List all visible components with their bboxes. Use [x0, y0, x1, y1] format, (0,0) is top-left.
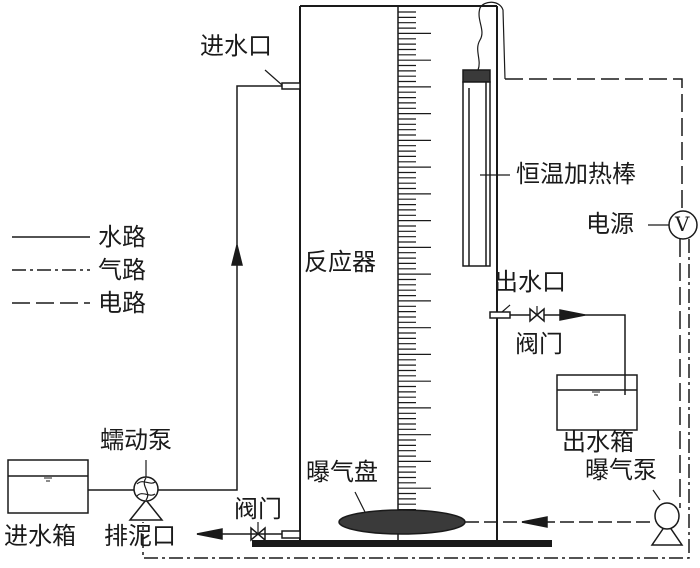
inlet-tank-label: 进水箱: [4, 522, 76, 550]
outlet-port-label: 出水口: [494, 268, 566, 296]
power-circuit: [505, 78, 683, 508]
heater-label: 恒温加热棒: [516, 160, 636, 188]
flow-arrow-left-sludge: [196, 528, 223, 540]
flow-arrow-right: [559, 309, 586, 321]
heater-rod: [462, 1, 510, 267]
legend-label-water: 水路: [98, 223, 146, 251]
inlet-port: [281, 82, 301, 90]
base-plate: [252, 540, 552, 547]
peristaltic-pump-label: 蠕动泵: [100, 426, 172, 454]
sludge-port: [281, 530, 301, 539]
inlet-port-label: 进水口: [200, 32, 272, 60]
peristaltic-pump-icon: [128, 460, 164, 521]
aeration-pump-label: 曝气泵: [585, 456, 657, 484]
gas-line: [142, 239, 690, 559]
outlet-valve-label: 阀门: [515, 330, 563, 358]
ruler-scale: [398, 11, 431, 532]
sludge-valve-label: 阀门: [234, 495, 282, 523]
inlet-pipe: [158, 85, 282, 491]
outlet-tank: [556, 374, 638, 431]
outlet-pipe: [510, 314, 626, 395]
sludge-port-label: 排泥口: [104, 522, 176, 550]
reactor-label: 反应器: [304, 248, 376, 276]
aeration-pump-icon: [650, 489, 684, 546]
aeration-disk: [338, 509, 466, 535]
flow-arrow-up: [231, 244, 243, 266]
legend-label-electric: 电路: [98, 289, 146, 317]
flow-arrow-left-air: [521, 516, 548, 528]
outlet-tank-label: 出水箱: [562, 428, 634, 456]
aeration-disk-label: 曝气盘: [306, 458, 378, 486]
outlet-port: [489, 311, 511, 319]
power-symbol: V: [675, 212, 690, 236]
power-label: 电源: [586, 210, 634, 238]
inlet-tank: [7, 459, 89, 514]
power-source-icon: [668, 210, 698, 240]
legend-label-gas: 气路: [98, 256, 146, 284]
